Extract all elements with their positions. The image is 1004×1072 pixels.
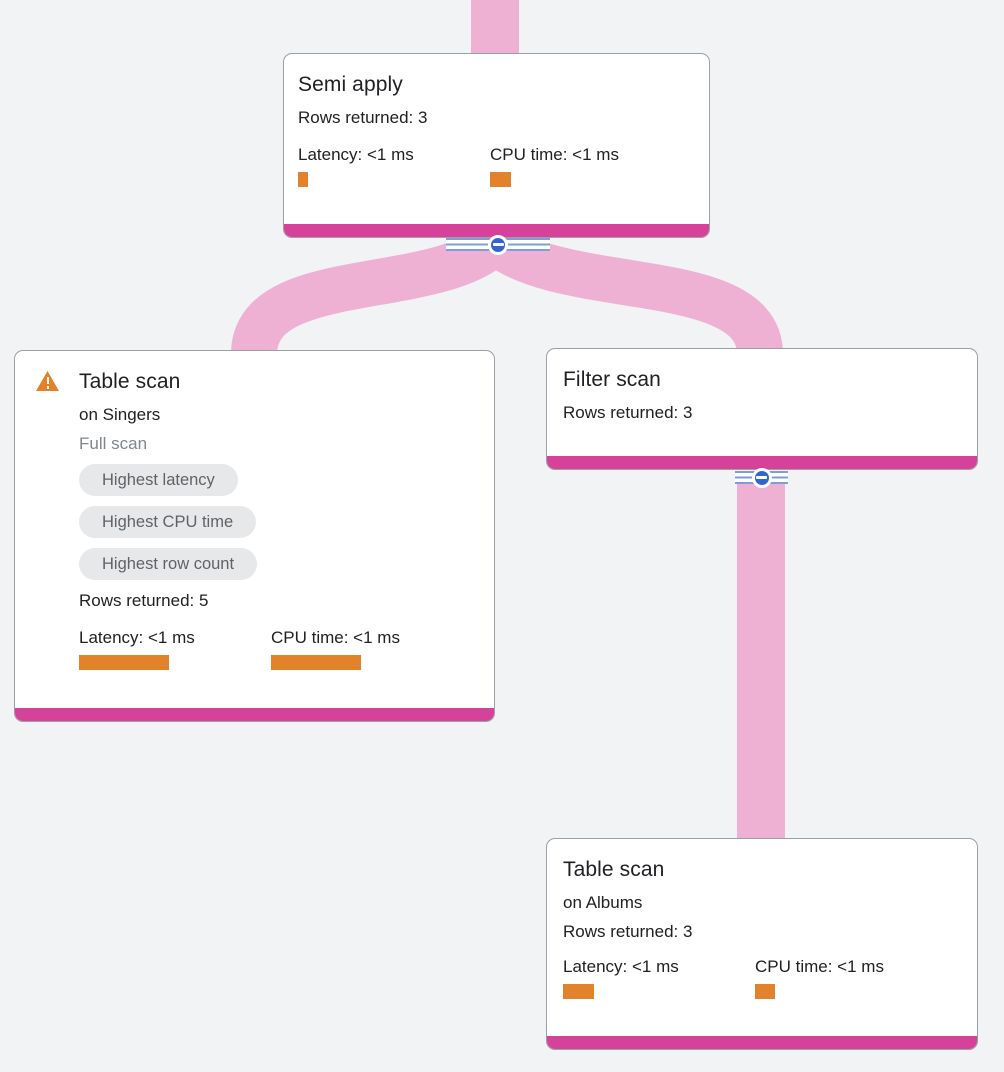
edge-semi-apply-to-table-scan-singers	[231, 225, 509, 357]
cpu-time-bar	[490, 172, 511, 187]
rows-returned-text: Rows returned: 3	[298, 108, 428, 127]
badge-highest-latency: Highest latency	[79, 464, 238, 496]
latency-label: Latency: <1 ms	[298, 145, 414, 164]
plan-node-semi-apply[interactable]: Semi apply Rows returned: 3 Latency: <1 …	[283, 53, 710, 238]
cpu-time-label: CPU time: <1 ms	[271, 628, 400, 647]
node-accent-bar	[15, 708, 494, 721]
scan-type-text: Full scan	[79, 434, 148, 453]
node-title: Table scan	[563, 858, 665, 881]
edge-semi-apply-to-filter-scan	[483, 225, 783, 357]
collapse-band	[446, 234, 550, 255]
cpu-time-bar	[271, 655, 361, 670]
plan-node-table-scan-singers[interactable]: Table scan on Singers Full scan Highest …	[14, 350, 495, 722]
rows-returned-text: Rows returned: 5	[79, 591, 209, 610]
latency-label: Latency: <1 ms	[563, 957, 679, 976]
badge-highest-cpu-time: Highest CPU time	[79, 506, 257, 538]
collapse-button[interactable]	[488, 234, 508, 255]
latency-bar	[79, 655, 169, 670]
collapse-button[interactable]	[751, 467, 772, 488]
latency-bar	[563, 984, 594, 999]
node-title: Semi apply	[298, 73, 403, 96]
plan-node-filter-scan[interactable]: Filter scan Rows returned: 3	[546, 348, 978, 470]
cpu-time-label: CPU time: <1 ms	[755, 957, 884, 976]
collapse-minus-icon	[492, 243, 504, 246]
node-subtitle: on Singers	[79, 405, 161, 424]
node-accent-bar	[284, 224, 709, 237]
latency-bar	[298, 172, 308, 187]
node-subtitle: on Albums	[563, 893, 643, 912]
rows-returned-text: Rows returned: 3	[563, 403, 693, 422]
collapse-band	[735, 467, 788, 488]
rows-returned-text: Rows returned: 3	[563, 922, 693, 941]
plan-node-table-scan-albums[interactable]: Table scan on Albums Rows returned: 3 La…	[546, 838, 978, 1050]
collapse-minus-icon	[756, 476, 767, 479]
badge-highest-row-count: Highest row count	[79, 548, 258, 580]
cpu-time-label: CPU time: <1 ms	[490, 145, 619, 164]
node-title: Filter scan	[563, 368, 661, 391]
cpu-time-bar	[755, 984, 775, 999]
node-accent-bar	[547, 456, 977, 469]
node-title: Table scan	[79, 370, 181, 393]
node-accent-bar	[547, 1036, 977, 1049]
latency-label: Latency: <1 ms	[79, 628, 195, 647]
